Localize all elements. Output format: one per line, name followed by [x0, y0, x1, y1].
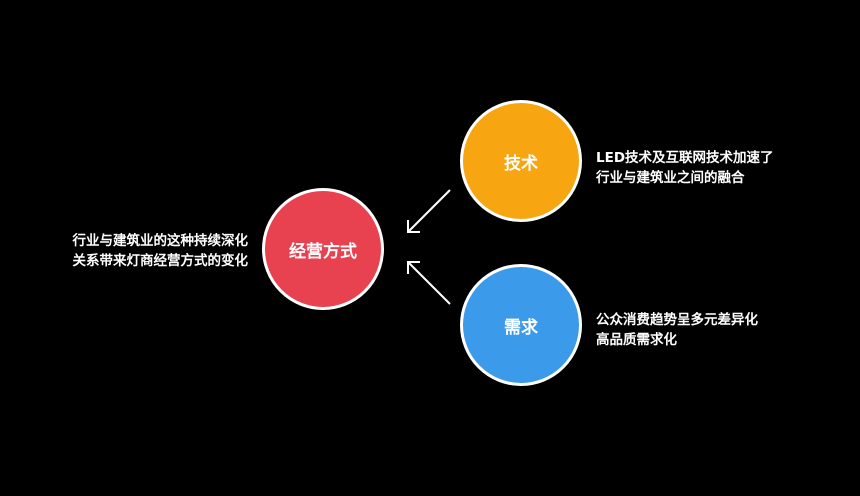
demand-description-line1: 公众消费趋势呈多元差异化 — [596, 312, 758, 328]
technology-description-line1: LED技术及互联网技术加速了 — [596, 150, 774, 166]
center-description-line2: 关系带来灯商经营方式的变化 — [72, 253, 249, 269]
node-technology-label: 技术 — [504, 153, 538, 174]
center-description-line1: 行业与建筑业的这种持续深化 — [72, 233, 249, 249]
arrow-demand-to-center — [407, 261, 451, 305]
technology-description-line2: 行业与建筑业之间的融合 — [596, 170, 745, 186]
node-demand: 需求 — [460, 264, 582, 386]
technology-description: LED技术及互联网技术加速了 行业与建筑业之间的融合 — [596, 148, 774, 188]
center-description: 行业与建筑业的这种持续深化 关系带来灯商经营方式的变化 — [73, 231, 249, 271]
demand-description: 公众消费趋势呈多元差异化 高品质需求化 — [596, 310, 758, 350]
center-node-label: 经营方式 — [289, 241, 357, 262]
arrow-technology-to-center — [407, 189, 451, 233]
node-technology: 技术 — [460, 100, 582, 222]
node-demand-label: 需求 — [504, 317, 538, 338]
center-node-business-model: 经营方式 — [262, 188, 384, 310]
demand-description-line2: 高品质需求化 — [596, 332, 677, 348]
